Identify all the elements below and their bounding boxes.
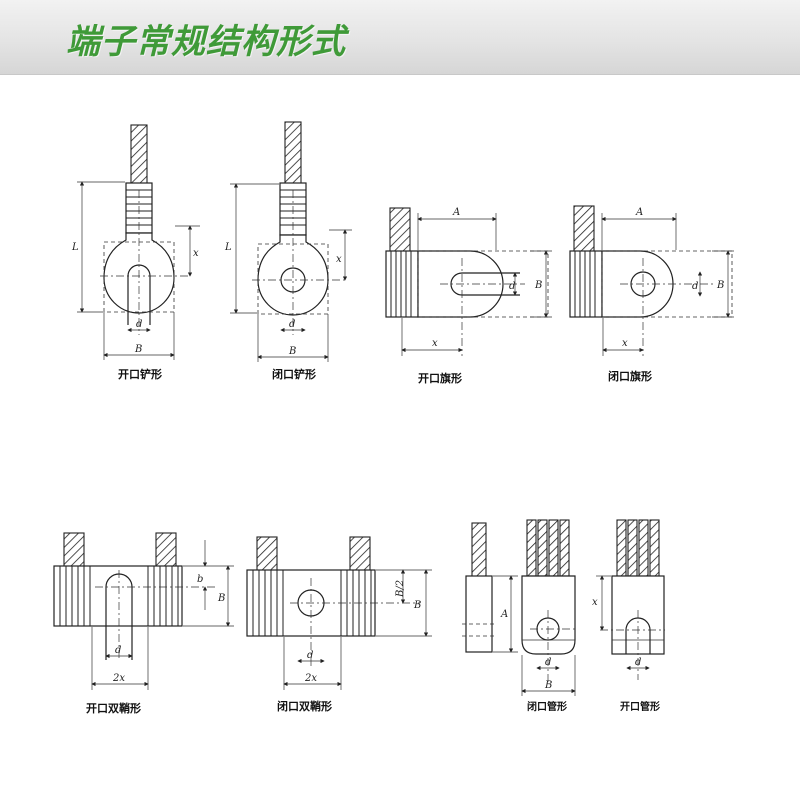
dim-d: d <box>509 281 515 292</box>
dim-B: B <box>716 280 724 291</box>
dim-A: A <box>452 207 460 218</box>
caption-closed-spade: 闭口铲形 <box>272 367 316 381</box>
dim-d: d <box>692 281 698 292</box>
dim-B: B <box>544 680 552 691</box>
caption-closed-flag: 闭口旗形 <box>608 369 652 383</box>
dim-B: B <box>288 346 296 357</box>
wire-strands <box>526 519 570 577</box>
dim-x: x <box>622 338 628 349</box>
caption-open-double-sheath: 开口双鞘形 <box>86 701 141 715</box>
dim-B: B <box>134 344 142 355</box>
fig-open-spade: L x d B 开口铲形 <box>71 124 200 381</box>
caption-open-flag: 开口旗形 <box>418 371 462 385</box>
dim-L: L <box>71 242 79 253</box>
wire-hatch-right <box>155 532 177 568</box>
dim-x: x <box>193 248 199 259</box>
fig-open-flag: A d B x 开口旗形 <box>385 207 552 385</box>
barrel-stripes-left <box>252 570 284 636</box>
wire-hatch <box>284 121 302 185</box>
header-banner: 端子常规结构形式 <box>0 0 800 75</box>
wire-strands <box>616 519 660 577</box>
caption-closed-double-sheath: 闭口双鞘形 <box>277 699 332 713</box>
wire-hatch-left <box>63 532 85 568</box>
dim-d: d <box>136 319 142 330</box>
double-sheath-body <box>53 565 183 627</box>
barrel-stripes-left <box>59 566 91 626</box>
dim-d: d <box>115 645 121 656</box>
wire-hatch-left <box>256 536 278 572</box>
barrel-stripes <box>574 251 596 317</box>
dim-b: b <box>197 574 203 585</box>
wire-hatch-side <box>471 522 487 578</box>
fig-closed-flag: A d B x 闭口旗形 <box>569 205 734 383</box>
fig-closed-tube: A d B 闭口管形 <box>462 519 576 713</box>
dim-B: B <box>534 280 542 291</box>
wire-hatch <box>130 124 148 186</box>
dim-d: d <box>307 650 313 661</box>
dim-B: B <box>217 593 225 604</box>
dim-2x: 2x <box>304 673 317 684</box>
wire-hatch <box>573 205 595 253</box>
barrel-stripes-right <box>340 570 372 636</box>
barrel-stripes <box>390 251 412 317</box>
fig-closed-double-sheath: B/2 B d 2x 闭口双鞘形 <box>246 536 432 713</box>
tube-side-body <box>465 575 493 653</box>
dim-A: A <box>635 207 643 218</box>
caption-closed-tube: 闭口管形 <box>527 700 567 713</box>
dim-A: A <box>500 609 508 620</box>
dim-d: d <box>635 657 641 668</box>
dim-d: d <box>545 657 551 668</box>
caption-open-tube: 开口管形 <box>620 700 660 713</box>
outline-dashed <box>601 250 733 318</box>
dim-x: x <box>432 338 438 349</box>
tube-front-body <box>521 575 576 655</box>
fig-open-double-sheath: b B d 2x 开口双鞘形 <box>53 532 234 715</box>
wire-hatch-right <box>349 536 371 572</box>
fig-closed-spade: L x d B 闭口铲形 <box>224 121 352 381</box>
dim-B: B <box>413 600 421 611</box>
caption-open-spade: 开口铲形 <box>118 367 162 381</box>
fig-open-tube: x d 开口管形 <box>592 519 665 713</box>
page-title: 端子常规结构形式 <box>66 22 346 62</box>
dim-B-half: B/2 <box>395 580 406 598</box>
dim-L: L <box>224 242 232 253</box>
barrel-stripes-right <box>147 566 179 626</box>
dim-x: x <box>592 597 598 608</box>
dim-2x: 2x <box>112 673 125 684</box>
dim-d: d <box>289 319 295 330</box>
wire-hatch <box>389 207 411 253</box>
dim-x: x <box>336 254 342 265</box>
